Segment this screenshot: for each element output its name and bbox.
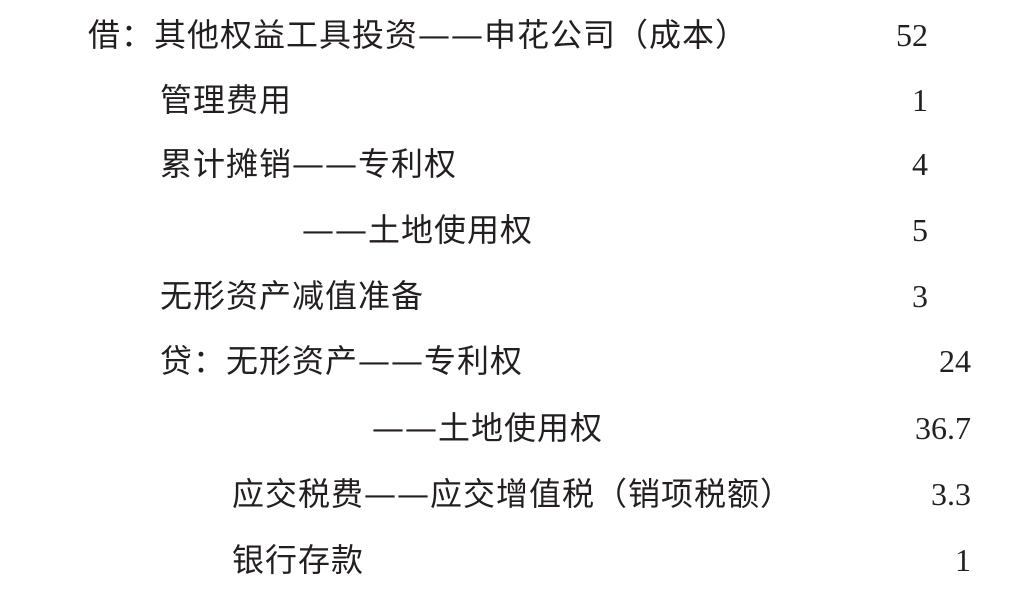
account-name: 应交税费——应交增值税（销项税额） <box>232 475 794 513</box>
debit-amount: 3 <box>912 278 928 314</box>
credit-amount: 24 <box>939 343 971 379</box>
debit-amount: 4 <box>912 146 928 182</box>
account-name: ——土地使用权 <box>302 211 534 249</box>
debit-amount: 1 <box>912 82 928 118</box>
entry-line-credit-intangible-land: ——土地使用权 36.7 <box>0 395 1013 461</box>
debit-amount: 5 <box>912 212 928 248</box>
credit-amount: 36.7 <box>915 410 971 446</box>
account-name: 无形资产减值准备 <box>160 277 425 315</box>
entry-line-debit-impairment-reserve: 无形资产减值准备 3 <box>0 263 1013 329</box>
debit-amount: 52 <box>896 17 928 53</box>
account-name: 借：其他权益工具投资——申花公司（成本） <box>88 16 749 54</box>
account-name: 累计摊销——专利权 <box>160 145 458 183</box>
entry-line-debit-accumulated-amortization-patent: 累计摊销——专利权 4 <box>0 131 1013 197</box>
entry-line-credit-intangible-patent: 贷：无形资产——专利权 24 <box>0 328 1013 394</box>
account-name: ——土地使用权 <box>372 409 604 447</box>
account-name: 贷：无形资产——专利权 <box>160 342 524 380</box>
account-name: 管理费用 <box>160 81 293 119</box>
entry-line-debit-accumulated-amortization-land: ——土地使用权 5 <box>0 197 1013 263</box>
entry-line-debit-admin-expense: 管理费用 1 <box>0 67 1013 133</box>
credit-amount: 1 <box>955 542 971 578</box>
entry-line-credit-output-vat: 应交税费——应交增值税（销项税额） 3.3 <box>0 461 1013 527</box>
account-name: 银行存款 <box>232 541 365 579</box>
entry-line-credit-bank-deposit: 银行存款 1 <box>0 527 1013 593</box>
credit-amount: 3.3 <box>931 476 971 512</box>
entry-line-debit-equity-investment: 借：其他权益工具投资——申花公司（成本） 52 <box>0 2 1013 68</box>
